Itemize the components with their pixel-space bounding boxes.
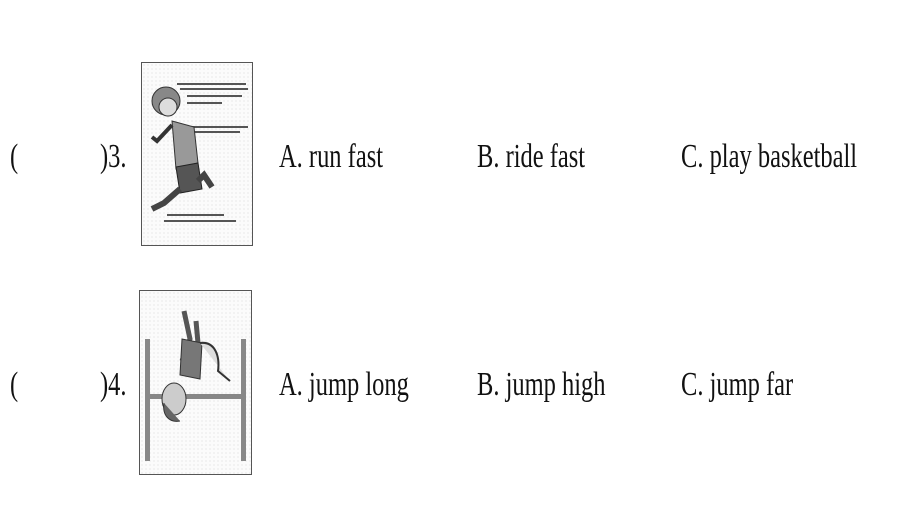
- option-a: A. run fast: [279, 138, 384, 175]
- answer-blank-open: (: [10, 138, 19, 175]
- answer-blank-close: ): [100, 138, 109, 175]
- option-a: A. jump long: [279, 366, 409, 403]
- question-number: )4.: [100, 368, 127, 402]
- answer-blank-close: ): [100, 366, 109, 403]
- running-boy-icon: [141, 62, 253, 246]
- question-3: ( )3. A. run fast B. ride fast C. play b…: [10, 62, 858, 246]
- option-c: C. jump far: [681, 366, 794, 403]
- answer-blank-open: (: [10, 366, 19, 403]
- question-number-label: 4.: [108, 366, 127, 403]
- high-jump-icon: [139, 290, 252, 475]
- question-number-label: 3.: [108, 138, 127, 175]
- option-c: C. play basketball: [681, 138, 858, 175]
- option-b: B. jump high: [477, 366, 606, 403]
- question-number: )3.: [100, 140, 127, 174]
- question-4: ( )4. A. jump long B. jump high C. jump …: [0, 260, 920, 518]
- option-b: B. ride fast: [477, 138, 586, 175]
